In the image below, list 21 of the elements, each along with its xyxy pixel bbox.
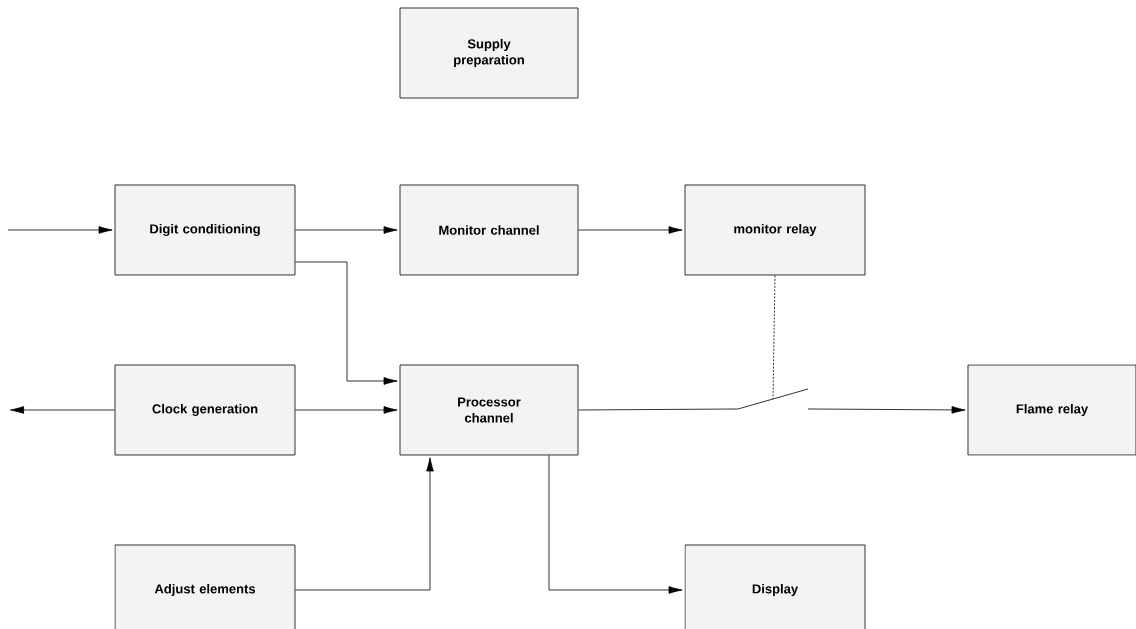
arrow (295, 457, 434, 591)
arrow (807, 406, 966, 414)
arrow (295, 406, 398, 414)
block-box: Adjust elements (114, 544, 296, 629)
block-box: Supply preparation (399, 7, 579, 99)
arrow (578, 226, 683, 234)
block-box: Display (684, 544, 866, 629)
arrow (7, 226, 113, 234)
arrow (548, 455, 683, 594)
arrow (295, 261, 398, 385)
dashed-line (772, 275, 776, 400)
switch-symbol (737, 388, 809, 410)
arrow (295, 226, 398, 234)
block-box: Clock generation (114, 364, 296, 456)
block-box: Processor channel (399, 364, 579, 456)
block-box: monitor relay (684, 184, 866, 276)
line (578, 408, 739, 411)
block-box: Flame relay (967, 364, 1136, 456)
block-box: Monitor channel (399, 184, 579, 276)
block-box: Digit conditioning (114, 184, 296, 276)
arrow (10, 406, 115, 414)
